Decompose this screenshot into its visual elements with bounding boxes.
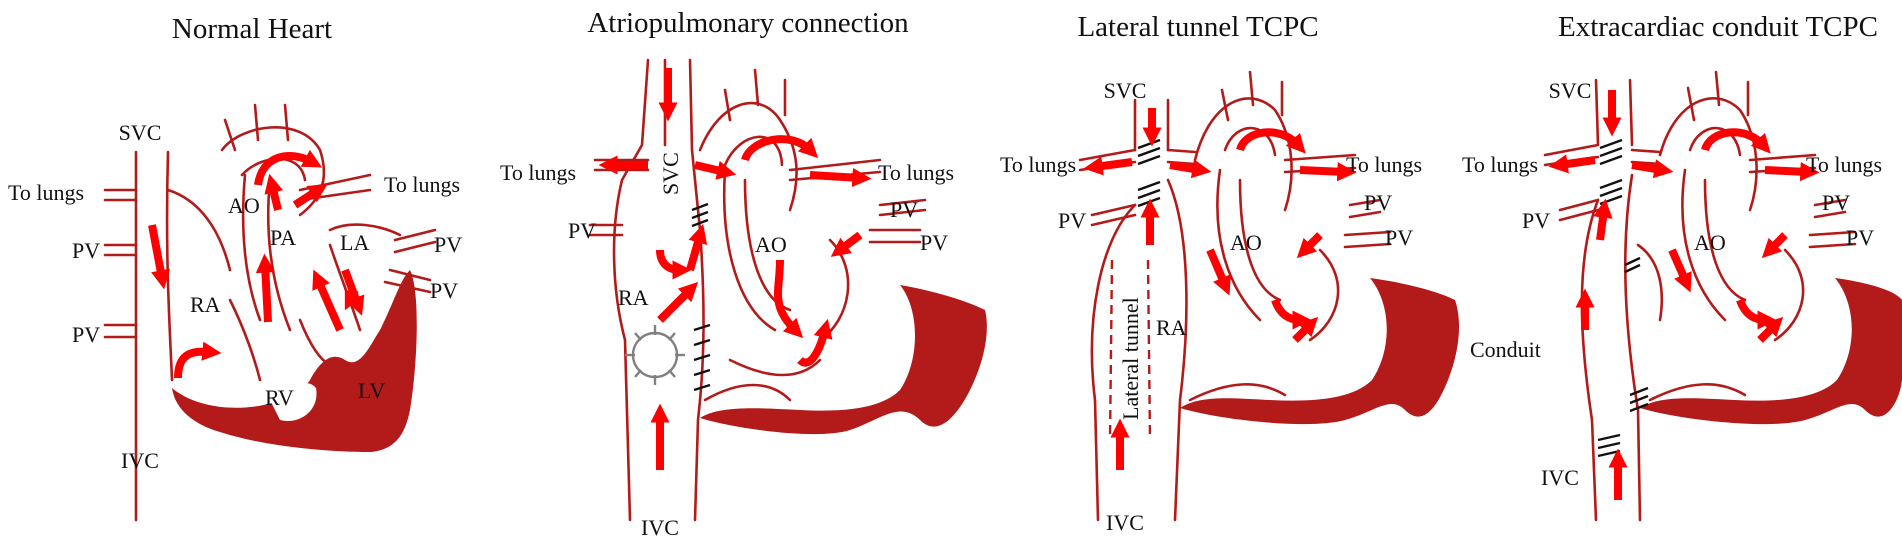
label-to-lungs-left: To lungs (1000, 152, 1076, 177)
heart-muscle (1180, 278, 1460, 425)
panel-title-normal-heart: Normal Heart (172, 13, 332, 45)
label-to-lungs-left: To lungs (8, 180, 84, 205)
label-ao: AO (1694, 230, 1726, 255)
heart-muscle (172, 270, 417, 452)
label-pv: PV (1522, 208, 1550, 233)
label-ivc: IVC (1541, 465, 1579, 490)
label-svc: SVC (1104, 78, 1147, 103)
label-pv: PV (72, 322, 100, 347)
label-lv: LV (358, 378, 385, 403)
label-pv: PV (890, 197, 918, 222)
label-svc: SVC (1549, 78, 1592, 103)
label-pv: PV (568, 218, 596, 243)
rv-chamber (270, 383, 317, 421)
vessel-outlines (103, 103, 437, 522)
label-to-lungs-right: To lungs (1346, 152, 1422, 177)
labels-lateral-tunnel: SVC To lungs To lungs PV PV PV AO Latera… (1000, 78, 1422, 535)
label-conduit: Conduit (1470, 337, 1541, 362)
label-ra: RA (1156, 315, 1187, 340)
label-svc: SVC (658, 152, 683, 195)
label-pv: PV (434, 232, 462, 257)
lateral-tunnel-wall (1108, 259, 1152, 441)
panel-extracardiac-conduit: Extracardiac conduit TCPC (1462, 11, 1902, 522)
valve-remnant (625, 325, 685, 385)
label-pv: PV (72, 238, 100, 263)
panel-atriopulmonary: Atriopulmonary connection (500, 7, 987, 540)
label-ivc: IVC (1106, 510, 1144, 535)
label-ao: AO (1230, 230, 1262, 255)
label-pv: PV (1822, 190, 1850, 215)
label-ivc: IVC (121, 448, 159, 473)
label-lateral-tunnel: Lateral tunnel (1118, 297, 1143, 420)
label-ra: RA (618, 285, 649, 310)
label-la: LA (340, 230, 369, 255)
heart-muscle (1640, 278, 1902, 425)
panel-title-extracardiac-conduit: Extracardiac conduit TCPC (1558, 11, 1878, 43)
label-ivc: IVC (641, 515, 679, 540)
label-pa: PA (270, 225, 296, 250)
vessel-outlines (1543, 70, 1857, 522)
suture-marks (691, 202, 711, 392)
flow-arrows (148, 149, 365, 379)
label-ao: AO (228, 193, 260, 218)
label-rv: RV (265, 385, 294, 410)
suture-marks (1597, 138, 1649, 458)
panel-normal-heart: Normal Heart (8, 13, 462, 522)
label-pv: PV (1385, 225, 1413, 250)
label-pv: PV (1058, 208, 1086, 233)
vessel-outlines (1078, 70, 1392, 522)
labels-atriopulmonary: To lungs To lungs SVC PV PV PV AO RA IVC (500, 152, 954, 540)
flow-arrows (1548, 90, 1820, 500)
label-pv: PV (1846, 225, 1874, 250)
panel-lateral-tunnel: Lateral tunnel TCPC (1000, 11, 1460, 535)
label-pv: PV (430, 278, 458, 303)
suture-marks (1137, 138, 1161, 208)
label-to-lungs-left: To lungs (500, 160, 576, 185)
label-svc: SVC (119, 120, 162, 145)
panel-title-lateral-tunnel: Lateral tunnel TCPC (1077, 11, 1318, 43)
label-pv: PV (1364, 190, 1392, 215)
label-to-lungs-right: To lungs (878, 160, 954, 185)
label-ra: RA (190, 292, 221, 317)
panel-title-atriopulmonary: Atriopulmonary connection (587, 7, 909, 39)
heart-muscle (700, 285, 987, 435)
flow-arrows (598, 68, 872, 470)
label-ao: AO (755, 232, 787, 257)
label-to-lungs-left: To lungs (1462, 152, 1538, 177)
label-pv: PV (920, 230, 948, 255)
label-to-lungs-right: To lungs (384, 172, 460, 197)
labels-extracardiac-conduit: SVC To lungs To lungs PV PV PV AO Condui… (1462, 78, 1882, 490)
flow-arrows (1083, 108, 1357, 470)
labels-normal-heart: SVC To lungs To lungs PV PV PV PV AO PA … (8, 120, 462, 473)
label-to-lungs-right: To lungs (1806, 152, 1882, 177)
